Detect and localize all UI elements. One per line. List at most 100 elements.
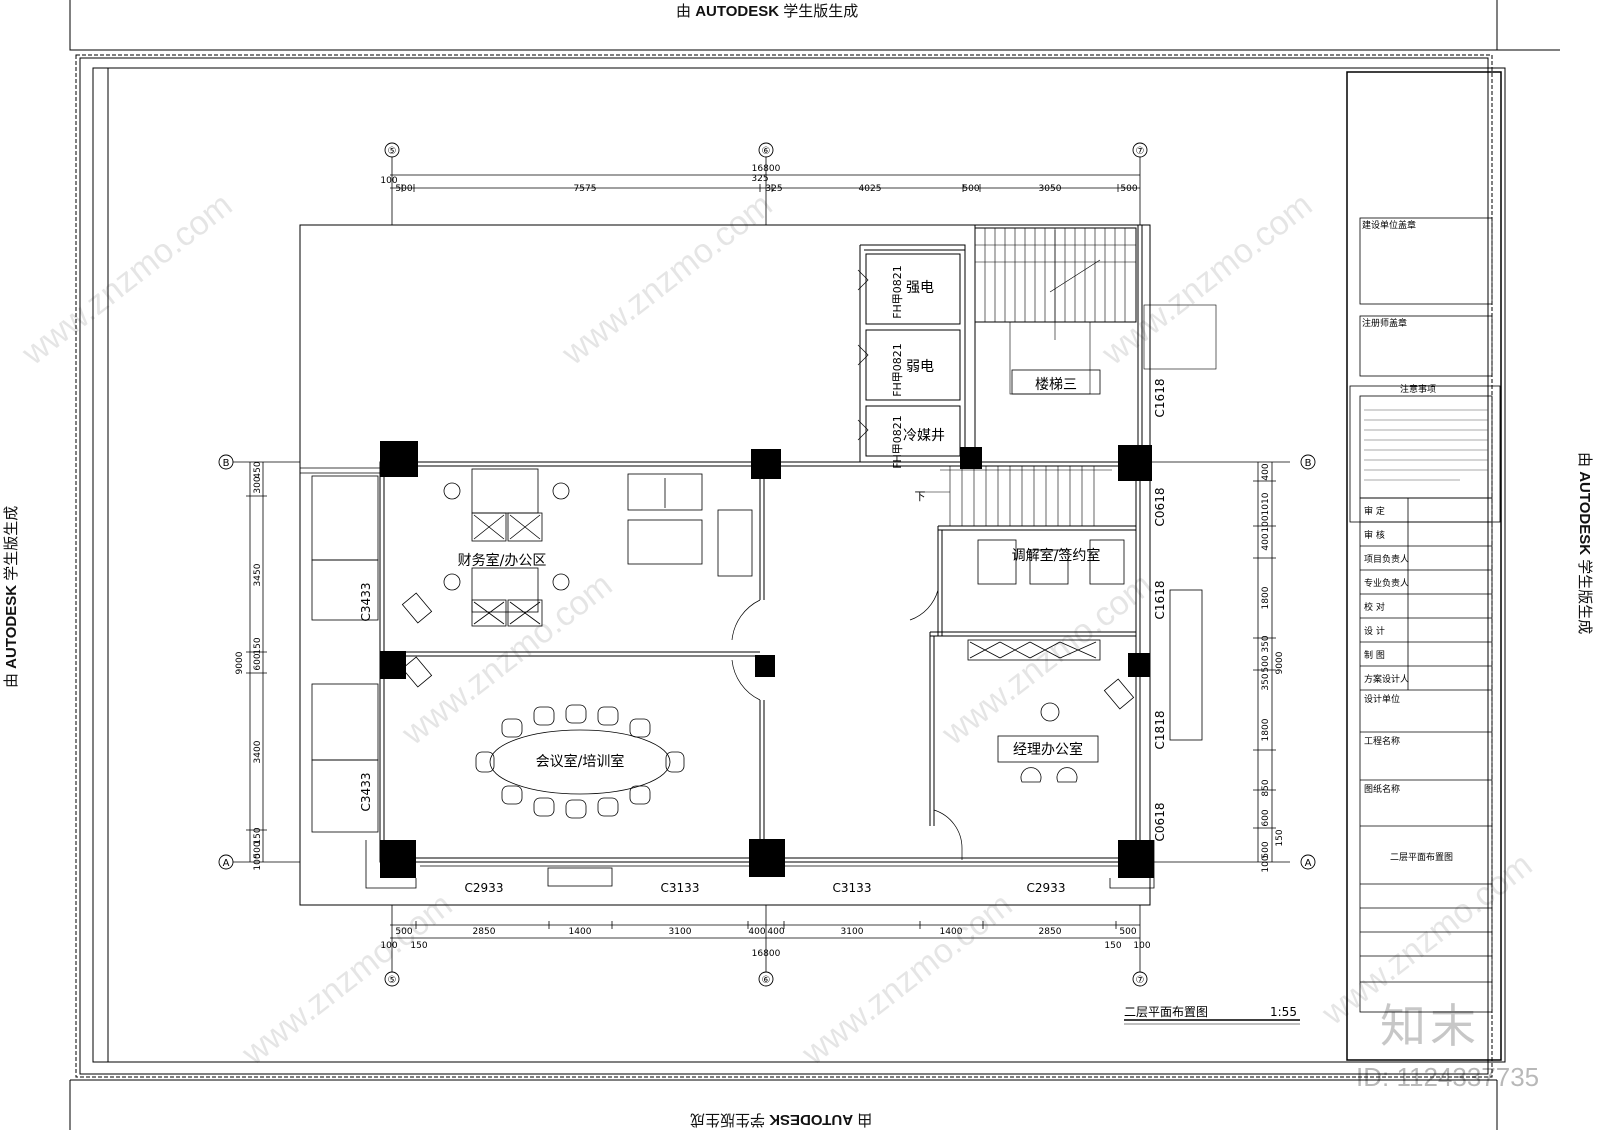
dim-right-13: 100: [1261, 855, 1271, 872]
dim-left-2: 3450: [253, 563, 263, 586]
titleblock-company-label: 设计单位: [1364, 693, 1400, 705]
titleblock-row-7: 方案设计人: [1364, 673, 1409, 685]
room-strong-power: 强电: [906, 280, 934, 296]
dim-right-9: 850: [1261, 779, 1271, 796]
titleblock-row-2: 项目负责人: [1364, 553, 1409, 565]
titleblock-row-6: 制 图: [1364, 649, 1385, 661]
dim-right-7: 350: [1261, 673, 1271, 690]
axis-right-b: B: [1305, 458, 1312, 469]
drawing-title: 二层平面布置图: [1124, 1005, 1208, 1019]
window-c1818: C1818: [1153, 711, 1167, 750]
banner-prefix: 由: [676, 3, 692, 20]
dim-bottom-9: 500: [1119, 927, 1136, 937]
dim-right-6: 500: [1261, 655, 1271, 672]
titleblock-box1: 建设单位盖章: [1362, 219, 1416, 231]
dim-right-1: 1010: [1261, 492, 1271, 515]
dim-left-3: 150: [253, 637, 263, 654]
dim-top-total: 16800: [752, 164, 781, 174]
titleblock-box2: 注册师盖章: [1362, 317, 1407, 329]
dim-left-5: 3400: [253, 740, 263, 763]
dim-top-8: 500: [1120, 184, 1137, 194]
dim-bottom-5: 400: [767, 927, 784, 937]
room-stair: 楼梯三: [1035, 377, 1077, 393]
room-manager: 经理办公室: [1013, 741, 1083, 758]
titleblock-frames: [1349, 217, 1501, 1013]
dim-top-2: 7575: [574, 184, 597, 194]
axis-labels: ⑤ ⑥ ⑦ ⑤ ⑥ ⑦ B A B A: [223, 146, 1312, 986]
window-c3433-b: C3433: [359, 773, 373, 812]
stair-down-label: 下: [915, 490, 926, 503]
window-c1618-b: C1618: [1153, 581, 1167, 620]
titleblock-notes-title: 注意事项: [1400, 383, 1436, 395]
titleblock-project-label: 工程名称: [1364, 735, 1400, 747]
stair-treads: [920, 228, 1217, 526]
dim-right-0: 400: [1261, 463, 1271, 480]
watermark-logo: 知末: [1380, 999, 1480, 1053]
dim-top-0: 100: [380, 176, 397, 186]
window-c3433-a: C3433: [359, 583, 373, 622]
dim-left-4: 600: [253, 653, 263, 670]
drawing-scale: 1:55: [1270, 1005, 1297, 1019]
door-codes: FH甲0821 FH甲0821 FH甲0821: [891, 265, 904, 469]
door-fh-2: FH甲0821: [891, 343, 904, 397]
titleblock-notes-lines: [1364, 409, 1488, 481]
dim-bottom-2: 1400: [569, 927, 592, 937]
titleblock-row-3: 专业负责人: [1364, 577, 1409, 589]
axis-bubbles: [218, 142, 1316, 987]
dim-bottom-1: 2850: [473, 927, 496, 937]
dim-bottom-0: 500: [395, 927, 412, 937]
banner-suffix: 学生版生成: [783, 3, 859, 20]
window-bays: [300, 467, 1203, 889]
dim-right-3: 400: [1261, 533, 1271, 550]
titleblock-row-5: 设 计: [1364, 625, 1385, 637]
room-coolant-shaft: 冷媒井: [903, 428, 945, 444]
door-fh-1: FH甲0821: [891, 265, 904, 319]
axis-bottom-5: ⑤: [388, 975, 397, 986]
dim-right-2: 100: [1261, 515, 1271, 532]
dim-bottom-small-0: 100: [380, 941, 397, 951]
dim-left-6: 150: [253, 827, 263, 844]
dim-right-12: 500: [1261, 841, 1271, 858]
axis-bottom-7: ⑦: [1136, 975, 1145, 986]
dim-top-3: 325: [751, 174, 768, 184]
window-c3133-a: C3133: [661, 881, 700, 895]
dim-top-4: 325: [765, 184, 782, 194]
window-c2933-a: C2933: [465, 881, 504, 895]
dim-right-10: 600: [1261, 809, 1271, 826]
window-c0618-a: C0618: [1153, 488, 1167, 527]
dimension-texts-vertical: 9000 450 300 3450 150 600 3400 150 500 1…: [235, 461, 1285, 872]
dim-bottom-6: 3100: [841, 927, 864, 937]
structural-columns: [380, 441, 1154, 878]
dim-right-11: 150: [1275, 829, 1285, 846]
window-c2933-b: C2933: [1027, 881, 1066, 895]
manager-label-frame: [997, 735, 1099, 763]
titleblock-texts: 建设单位盖章 注册师盖章 注意事项 审 定 审 核 项目负责人 专业负责人 校 …: [1362, 219, 1453, 863]
dim-right-8: 1800: [1261, 718, 1271, 741]
banner-brand: AUTODESK: [695, 3, 780, 20]
dim-left-8: 100: [253, 853, 263, 870]
dim-top-6: 500: [962, 184, 979, 194]
dim-right-total: 9000: [1275, 651, 1285, 674]
dim-bottom-3: 3100: [669, 927, 692, 937]
autodesk-banner-top: 由 AUTODESK 学生版生成: [676, 0, 858, 21]
window-c0618-b: C0618: [1153, 803, 1167, 842]
axis-top-6: ⑥: [762, 146, 771, 157]
door-fh-3: FH甲0821: [891, 415, 904, 469]
dim-bottom-small-2: 150: [1104, 941, 1121, 951]
titleblock-row-0: 审 定: [1364, 505, 1385, 517]
window-c1618-a: C1618: [1153, 379, 1167, 418]
room-finance: 财务室/办公区: [458, 552, 547, 569]
dim-bottom-total: 16800: [752, 949, 781, 959]
titleblock-drawing-name: 二层平面布置图: [1390, 851, 1453, 863]
dim-left-total: 9000: [235, 651, 245, 674]
room-labels: 财务室/办公区 会议室/培训室 调解室/签约室 经理办公室 楼梯三 强电 弱电 …: [458, 280, 1101, 770]
window-codes: C3433 C3433 C2933 C3133 C3133 C2933 C161…: [359, 379, 1167, 895]
dim-top-7: 3050: [1039, 184, 1062, 194]
dim-bottom-small-1: 150: [410, 941, 427, 951]
door-swings: [731, 269, 963, 860]
dim-top-1: 500: [395, 184, 412, 194]
axis-top-7: ⑦: [1136, 146, 1145, 157]
stair-label-frame: [1011, 369, 1101, 395]
drawing-title-block: 二层平面布置图 1:55: [1124, 1005, 1300, 1025]
